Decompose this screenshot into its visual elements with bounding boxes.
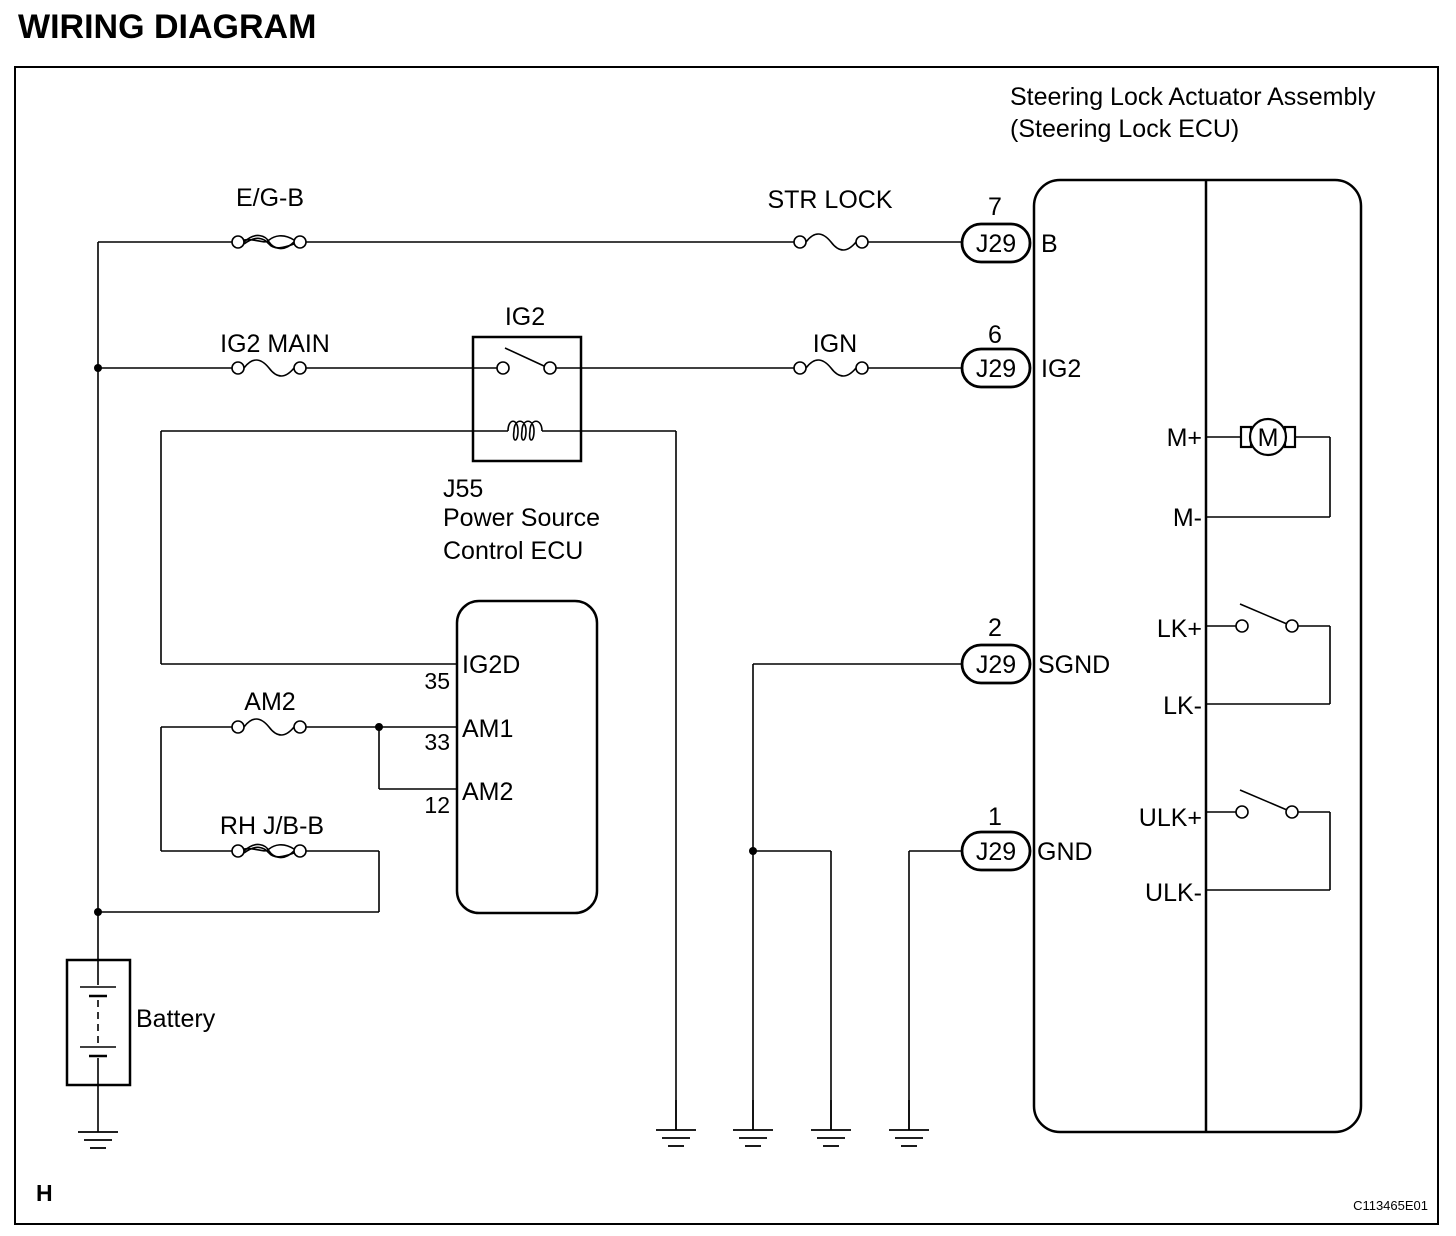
motor-icon: M — [1258, 424, 1279, 452]
connector-j29-pin6: J29 6 IG2 — [960, 321, 1081, 389]
svg-text:J29: J29 — [976, 651, 1016, 679]
terminal-ulk-plus: ULK+ — [1139, 804, 1202, 832]
sgnd-ground-icon — [732, 1099, 774, 1147]
diagram-title: WIRING DIAGRAM — [18, 8, 316, 46]
svg-text:6: 6 — [988, 321, 1002, 349]
fuse-ign-label: IGN — [813, 330, 857, 358]
battery-bus-wiring — [94, 241, 457, 960]
fuse-str-lock-icon — [793, 233, 869, 251]
fuse-rh-jb-b-icon — [231, 843, 307, 859]
motor-circuit — [1206, 417, 1331, 518]
terminal-lk-plus: LK+ — [1157, 615, 1202, 643]
ground-wiring — [749, 663, 962, 1130]
connector-j29-pin7: J29 7 B — [960, 193, 1058, 264]
terminal-ulk-minus: ULK- — [1145, 879, 1202, 907]
fuse-ign-icon — [793, 359, 869, 377]
steering-lock-ecu-box — [1032, 178, 1363, 1134]
connector-j29-pin2: J29 2 SGND — [960, 614, 1110, 685]
ecu-name-line2: (Steering Lock ECU) — [1010, 115, 1239, 143]
svg-text:GND: GND — [1037, 838, 1093, 866]
svg-text:B: B — [1041, 230, 1058, 258]
terminal-m-plus: M+ — [1167, 424, 1202, 452]
fuse-ig2-main-label: IG2 MAIN — [220, 330, 330, 358]
fuse-am2-label: AM2 — [244, 688, 295, 716]
fuse-am2-icon — [231, 718, 307, 736]
fuse-ig2-main-icon — [231, 359, 307, 377]
fuse-str-lock-label: STR LOCK — [767, 186, 892, 214]
svg-text:J29: J29 — [976, 838, 1016, 866]
relay-coil-wiring — [160, 430, 677, 1130]
relay-ground-icon — [655, 1099, 697, 1147]
pin-12-number: 12 — [424, 792, 450, 818]
fuse-eg-b-label: E/G-B — [236, 184, 304, 212]
svg-text:2: 2 — [988, 614, 1002, 642]
power-source-ecu-box — [455, 599, 599, 915]
corner-letter: H — [36, 1180, 53, 1206]
unlock-switch-circuit — [1206, 789, 1331, 891]
power-ecu-line3: Control ECU — [443, 537, 583, 565]
battery-symbol — [65, 958, 132, 1102]
fuse-rh-jb-b-label: RH J/B-B — [220, 812, 324, 840]
svg-text:SGND: SGND — [1038, 651, 1110, 679]
fuse-eg-b-icon — [231, 234, 307, 250]
sgnd-ground-2-icon — [810, 1099, 852, 1147]
ig2-relay — [471, 335, 583, 463]
battery-ground-icon — [77, 1101, 119, 1149]
lock-switch-circuit — [1206, 603, 1331, 705]
svg-text:J29: J29 — [976, 355, 1016, 383]
svg-text:1: 1 — [988, 803, 1002, 831]
pin-ig2d-name: IG2D — [462, 651, 520, 679]
figure-code: C113465E01 — [1353, 1198, 1428, 1213]
relay-ig2-label: IG2 — [505, 303, 545, 331]
pin-am1-name: AM1 — [462, 715, 513, 743]
battery-label: Battery — [136, 1005, 216, 1033]
svg-text:IG2: IG2 — [1041, 355, 1081, 383]
ecu-name-line1: Steering Lock Actuator Assembly — [1010, 83, 1376, 111]
svg-text:7: 7 — [988, 193, 1002, 221]
diagram-frame — [14, 66, 1439, 1225]
svg-text:J29: J29 — [976, 230, 1016, 258]
gnd-ground-icon — [888, 1099, 930, 1147]
pin-33-number: 33 — [424, 729, 450, 755]
j55-label: J55 — [443, 475, 483, 503]
terminal-m-minus: M- — [1173, 504, 1202, 532]
pin-35-number: 35 — [424, 668, 450, 694]
terminal-lk-minus: LK- — [1163, 692, 1202, 720]
pin-am2-name: AM2 — [462, 778, 513, 806]
connector-j29-pin1: J29 1 GND — [960, 803, 1093, 872]
power-ecu-line2: Power Source — [443, 504, 600, 532]
